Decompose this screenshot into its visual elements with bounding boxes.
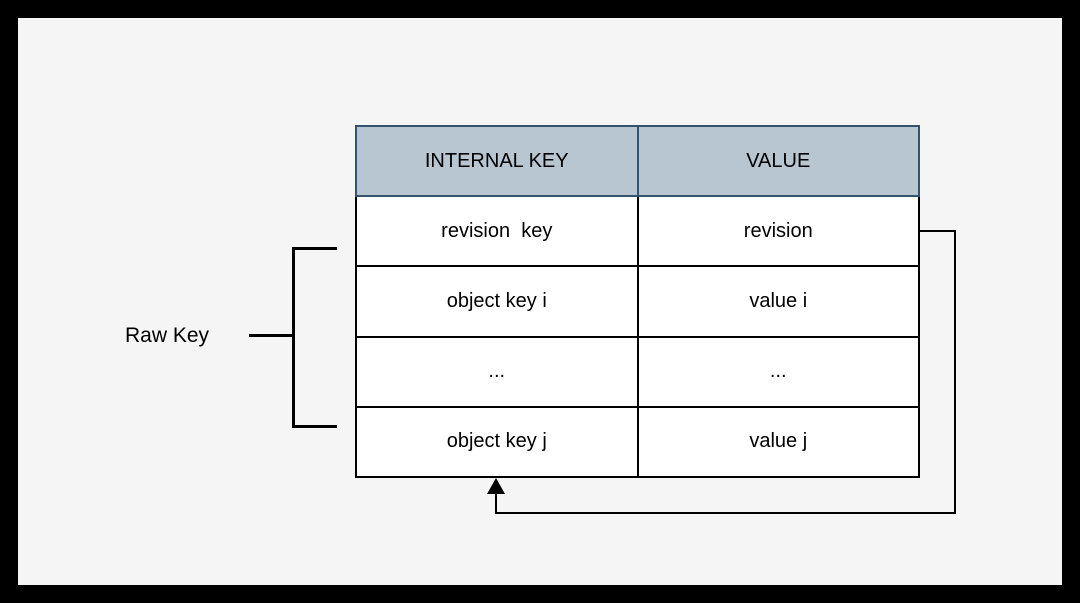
cell-value: ...: [769, 360, 787, 383]
header-cell-value: VALUE: [746, 149, 811, 172]
cell-value: value i: [749, 290, 808, 312]
table-row-ellipsis: ... ...: [355, 337, 920, 408]
table-row-object-j: object key j value j: [355, 407, 920, 479]
raw-key-label: Raw Key: [125, 324, 210, 347]
diagram-canvas: INTERNAL KEY VALUE revision key revision…: [18, 18, 1062, 585]
loop-connector-down-segment: [954, 230, 956, 514]
cell-internal-key: revision key: [357, 197, 639, 266]
header-cell-internal-key: INTERNAL KEY: [357, 127, 639, 196]
raw-key-brace-bottom-arm: [292, 425, 337, 428]
cell-internal-key: ...: [357, 337, 639, 406]
raw-key-brace-vertical: [292, 247, 295, 428]
raw-key-dash-line: [249, 334, 293, 337]
cell-internal-key: object key i: [357, 267, 639, 336]
internal-key-value-table: INTERNAL KEY VALUE revision key revision…: [355, 125, 920, 479]
loop-connector-up-segment: [495, 492, 497, 514]
cell-value: revision: [743, 219, 813, 242]
raw-key-brace-top-arm: [292, 247, 337, 250]
loop-connector-bottom-segment: [495, 512, 956, 514]
table-row-revision: revision key revision: [355, 197, 920, 268]
arrowhead-up-icon: [487, 478, 505, 494]
cell-value: value j: [749, 430, 808, 453]
table-header-row: INTERNAL KEY VALUE: [355, 125, 920, 198]
cell-internal-key: object key j: [357, 407, 639, 477]
loop-connector-right-segment: [920, 230, 956, 232]
table-row-object-i: object key i value i: [355, 267, 920, 338]
